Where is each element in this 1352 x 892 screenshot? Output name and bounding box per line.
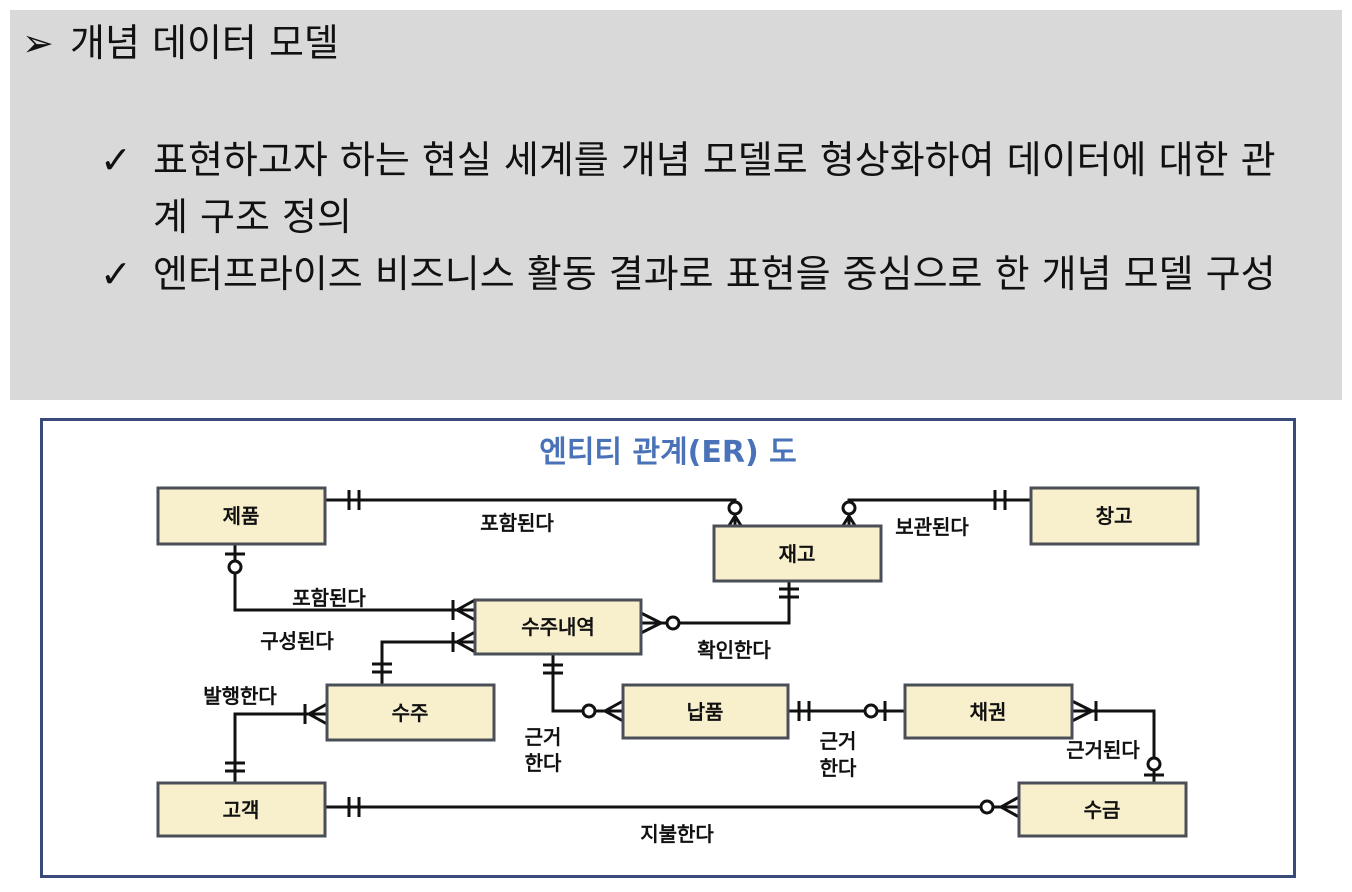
bullet-text: 엔터프라이즈 비즈니스 활동 결과로 표현을 중심으로 한 개념 모델 구성 xyxy=(153,252,1276,296)
slide-panel xyxy=(10,10,1342,400)
zero-mark xyxy=(581,703,597,719)
entity-label: 수주 xyxy=(392,701,429,725)
entity-receivable: 채권 xyxy=(903,683,1074,740)
zero-mark xyxy=(841,500,857,516)
check-icon: ✓ xyxy=(100,138,132,182)
relationship-lines xyxy=(225,490,1164,819)
zero-mark xyxy=(1146,756,1162,772)
rel-label: 보관된다 xyxy=(895,515,969,539)
entity-label: 채권 xyxy=(970,700,1007,724)
entity-label: 수금 xyxy=(1084,798,1121,822)
rel-label: 지불한다 xyxy=(640,822,714,846)
entity-stock: 재고 xyxy=(712,524,883,583)
entity-label: 수주내역 xyxy=(521,615,595,639)
zero-mark xyxy=(863,703,879,719)
rel-label: 포함된다 xyxy=(480,511,554,535)
rel-label: 근거 xyxy=(820,729,857,753)
rel-label: 한다 xyxy=(525,751,562,775)
diagram-title: 엔티티 관계(ER) 도 xyxy=(539,435,797,470)
rel-stock-warehouse-line xyxy=(847,498,1031,532)
many-mark xyxy=(601,699,624,723)
entity-delivery: 납품 xyxy=(621,683,790,740)
entity-label: 재고 xyxy=(779,542,816,566)
entity-label: 고객 xyxy=(223,798,260,822)
entity-label: 제품 xyxy=(223,504,260,528)
many-mark xyxy=(453,630,476,654)
rel-label: 구성된다 xyxy=(260,629,334,653)
many-mark xyxy=(640,611,665,635)
rel-label: 근거 xyxy=(525,725,562,749)
rel-label: 한다 xyxy=(820,756,857,780)
rel-customer-order-line xyxy=(233,712,327,783)
many-mark xyxy=(453,598,476,622)
rel-label: 발행한다 xyxy=(203,684,277,708)
rel-detail-stock-line xyxy=(641,581,791,625)
rel-product-stock-line xyxy=(325,498,737,532)
rel-detail-delivery-line xyxy=(551,654,623,713)
rel-label: 확인한다 xyxy=(697,638,771,662)
entity-customer: 고객 xyxy=(156,781,327,838)
zero-mark xyxy=(979,799,995,815)
rel-label: 포함된다 xyxy=(292,586,366,610)
entity-product: 제품 xyxy=(156,486,327,546)
er-diagram: 제품 재고 창고 수주내역 수주 납품 채권 고객 xyxy=(156,486,1200,846)
bullet-item: ✓ 표현하고자 하는 현실 세계를 개념 모델로 형상화하여 데이터에 대한 관… xyxy=(100,132,1300,246)
entity-collection: 수금 xyxy=(1017,781,1188,838)
zero-mark xyxy=(665,615,681,631)
er-diagram-frame: 제품 재고 창고 수주내역 수주 납품 채권 고객 xyxy=(40,418,1296,878)
entity-label: 납품 xyxy=(687,700,724,724)
rel-label: 근거된다 xyxy=(1066,738,1140,762)
entity-label: 창고 xyxy=(1096,504,1133,528)
heading-text: 개념 데이터 모델 xyxy=(70,21,339,65)
arrow-bullet-icon: ➢ xyxy=(22,21,54,65)
entity-order: 수주 xyxy=(325,683,496,742)
entity-warehouse: 창고 xyxy=(1029,486,1200,546)
bullet-item: ✓ 엔터프라이즈 비즈니스 활동 결과로 표현을 중심으로 한 개념 모델 구성 xyxy=(100,246,1300,303)
entity-order-detail: 수주내역 xyxy=(473,598,643,656)
slide-heading: ➢ 개념 데이터 모델 xyxy=(22,18,339,68)
check-icon: ✓ xyxy=(100,252,132,296)
many-mark xyxy=(305,702,328,726)
rel-order-detail-line xyxy=(380,640,475,685)
many-mark xyxy=(1071,699,1096,723)
zero-mark xyxy=(227,559,243,575)
bullet-text: 표현하고자 하는 현실 세계를 개념 모델로 형상화하여 데이터에 대한 관계 … xyxy=(153,138,1276,239)
zero-mark xyxy=(727,500,743,516)
many-mark xyxy=(997,795,1020,819)
